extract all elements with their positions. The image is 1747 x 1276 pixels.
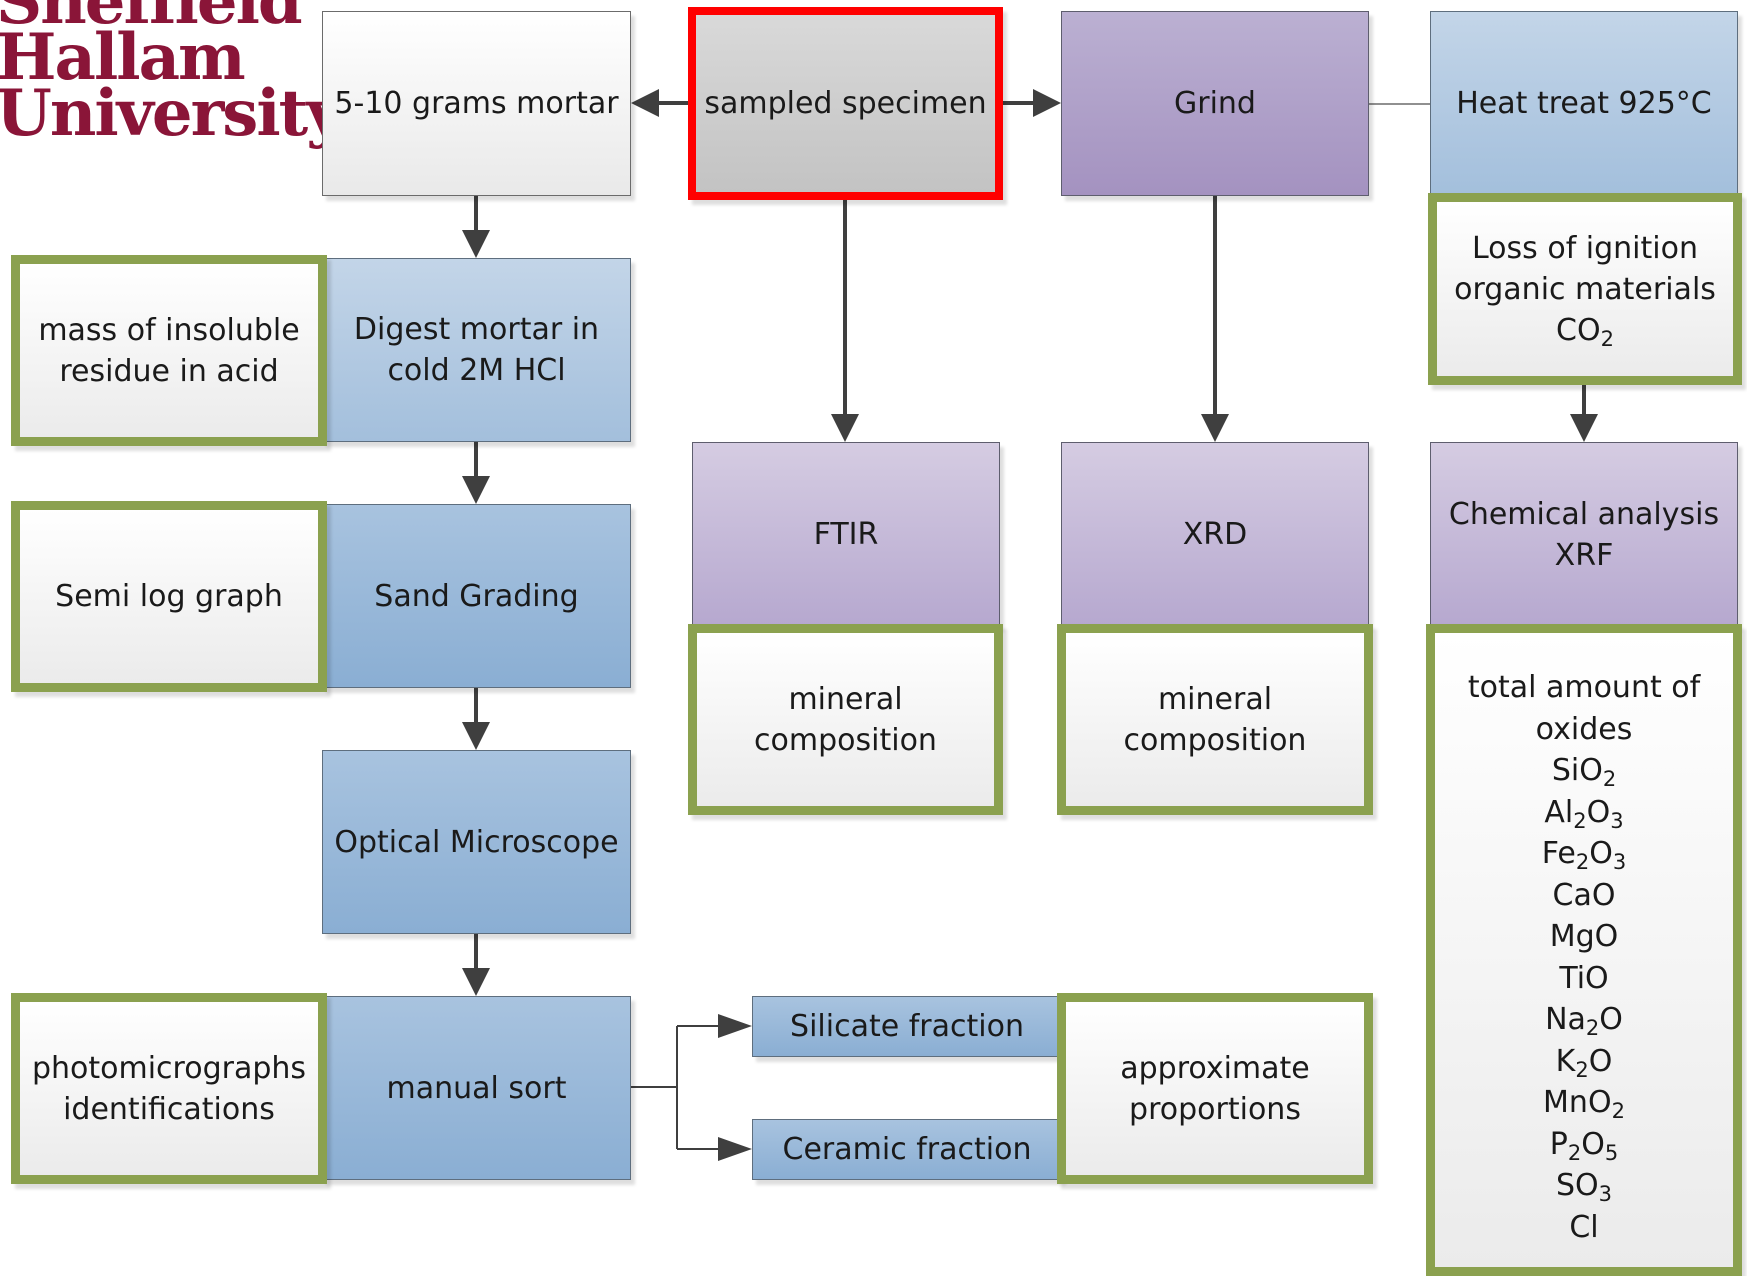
logo-line-3: University (0, 76, 343, 151)
arrowhead-specimen-to-mortar (631, 89, 659, 117)
node-grind-label: Grind (1174, 86, 1256, 121)
node-optical-microscope: Optical Microscope (322, 750, 631, 934)
oxide-fe2o3: Fe2O3 (1541, 836, 1627, 874)
oxide-tio: TiO (1559, 960, 1609, 996)
node-manual-sort: manual sort (322, 996, 631, 1180)
node-digest-line-1: Digest mortar in (353, 312, 600, 347)
result-mineral-ftir-line-1: mineral (788, 681, 903, 717)
node-xrd: XRD (1061, 442, 1369, 627)
result-loss-line-3: CO2 (1556, 312, 1614, 351)
result-photo-line-1: photomicrographs (31, 1050, 307, 1086)
result-approximate-proportions: approximate proportions (1057, 993, 1373, 1184)
node-ceramic-fraction: Ceramic fraction (752, 1119, 1062, 1180)
arrowhead-digest-to-sand (462, 476, 490, 504)
result-photomicrographs: photomicrographs identifications (11, 993, 327, 1184)
node-heat-treat: Heat treat 925°C (1430, 11, 1738, 196)
result-mineral-ftir-line-2: composition (754, 722, 937, 758)
oxides-line-1: total amount of (1467, 670, 1701, 705)
oxide-k2o: K2O (1555, 1043, 1613, 1082)
node-chemical-analysis: Chemical analysis XRF (1430, 442, 1738, 627)
oxide-so3: SO3 (1555, 1168, 1613, 1206)
node-mortar: 5-10 grams mortar (322, 11, 631, 196)
oxide-cao: CaO (1552, 877, 1616, 913)
result-approx-line-2: proportions (1129, 1091, 1301, 1127)
node-specimen-label: sampled specimen (704, 86, 987, 121)
node-chem-line-2: XRF (1554, 537, 1614, 573)
node-sand-grading: Sand Grading (322, 504, 631, 688)
arrowhead-mortar-to-digest (462, 230, 490, 258)
node-silicate-label: Silicate fraction (790, 1009, 1024, 1044)
oxide-p2o5: P2O5 (1549, 1126, 1619, 1165)
node-heat-label: Heat treat 925°C (1456, 86, 1712, 121)
result-insoluble-line-1: mass of insoluble (38, 312, 300, 348)
oxide-cl: Cl (1569, 1209, 1599, 1245)
result-mineral-xrd-line-2: composition (1123, 722, 1307, 758)
result-loss-line-2: organic materials (1454, 271, 1716, 307)
node-digest-line-2: cold 2M HCl (387, 353, 566, 388)
node-chem-line-1: Chemical analysis (1448, 496, 1720, 532)
node-digest: Digest mortar in cold 2M HCl (322, 258, 631, 442)
node-grind: Grind (1061, 11, 1369, 196)
node-sand-label: Sand Grading (374, 578, 579, 614)
oxide-mno2: MnO2 (1543, 1085, 1625, 1123)
arrowhead-specimen-to-grind (1033, 89, 1061, 117)
node-silicate-fraction: Silicate fraction (752, 996, 1062, 1057)
result-insoluble-line-2: residue in acid (59, 353, 279, 389)
logo-line-1: Sheffield (0, 0, 303, 39)
node-xrd-label: XRD (1182, 517, 1248, 552)
node-sampled-specimen: sampled specimen (688, 7, 1003, 200)
oxide-mgo: MgO (1549, 919, 1619, 954)
university-logo: Sheffield Hallam University (0, 0, 343, 164)
result-semilog-label: Semi log graph (55, 579, 283, 614)
logo-line-2: Hallam (0, 20, 246, 95)
oxide-al2o3: Al2O3 (1544, 794, 1624, 833)
result-loss-of-ignition: Loss of ignition organic materials CO2 (1428, 193, 1742, 385)
result-approx-line-1: approximate (1120, 1050, 1310, 1086)
arrowhead-grind-to-xrd (1201, 414, 1229, 442)
arrowhead-specimen-to-ftir (831, 414, 859, 442)
result-loss-line-1: Loss of ignition (1472, 230, 1698, 266)
result-mineral-xrd-line-1: mineral (1157, 681, 1273, 717)
arrowhead-sand-to-optical (462, 722, 490, 750)
arrowhead-to-silicate (718, 1014, 752, 1038)
result-mineral-composition-ftir: mineral composition (688, 624, 1003, 815)
node-ftir-label: FTIR (813, 517, 879, 552)
node-ceramic-label: Ceramic fraction (782, 1132, 1032, 1167)
result-total-oxides: total amount of oxides SiO2 Al2O3 Fe2O3 … (1426, 624, 1742, 1276)
result-photo-line-2: identifications (63, 1091, 275, 1127)
oxide-na2o: Na2O (1545, 1002, 1623, 1040)
result-insoluble-mass: mass of insoluble residue in acid (11, 255, 327, 446)
result-mineral-composition-xrd: mineral composition (1057, 624, 1373, 815)
arrowhead-loss-to-chem (1570, 414, 1598, 442)
oxides-line-2: oxides (1535, 711, 1633, 747)
arrowhead-optical-to-manual (462, 968, 490, 996)
node-optical-label: Optical Microscope (334, 824, 619, 860)
arrowhead-to-ceramic (718, 1137, 752, 1161)
node-ftir: FTIR (692, 442, 1000, 627)
result-semi-log-graph: Semi log graph (11, 501, 327, 692)
node-mortar-label: 5-10 grams mortar (334, 86, 619, 121)
oxide-sio2: SiO2 (1551, 753, 1617, 791)
node-manual-label: manual sort (386, 1070, 567, 1106)
